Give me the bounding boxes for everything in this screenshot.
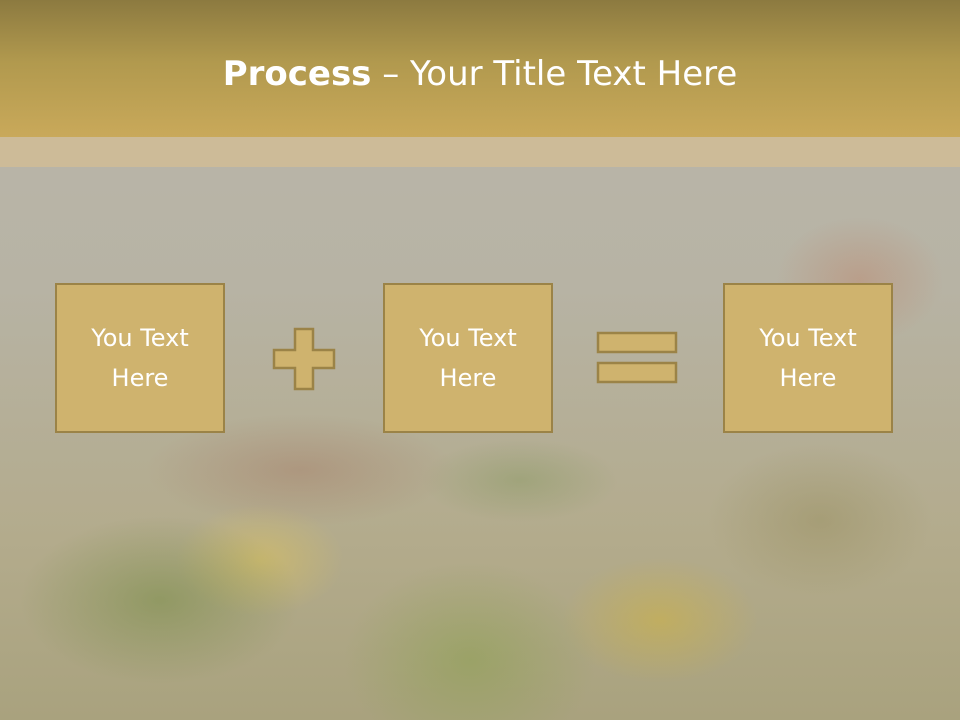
title-bar-strip [0, 137, 960, 167]
process-box-2-text: You Text Here [419, 324, 517, 392]
process-box-1-text: You Text Here [91, 324, 189, 392]
process-box-3-text: You Text Here [759, 324, 857, 392]
plus-icon [272, 327, 336, 391]
process-box-2: You Text Here [383, 283, 553, 433]
slide-title: Process – Your Title Text Here [0, 50, 960, 98]
title-rest: – Your Title Text Here [371, 54, 738, 94]
process-box-1: You Text Here [55, 283, 225, 433]
process-box-3: You Text Here [723, 283, 893, 433]
title-bold: Process [222, 54, 372, 94]
equals-icon [596, 331, 678, 384]
title-bar [0, 0, 960, 137]
